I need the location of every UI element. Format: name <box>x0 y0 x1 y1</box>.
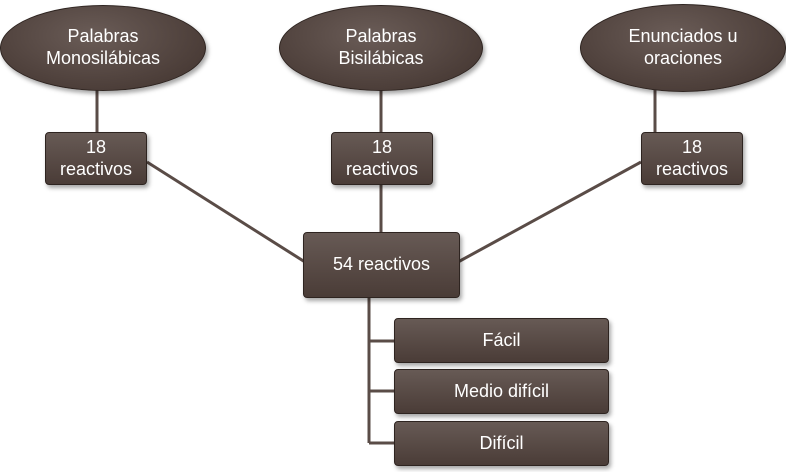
connector-box3-center <box>457 160 642 264</box>
count-value: 18 <box>681 136 703 157</box>
total-label: 54 reactivos <box>332 254 431 275</box>
count-unit: reactivos <box>655 158 729 179</box>
level-box-dificil: Difícil <box>394 421 609 466</box>
category-label-line2: Monosilábicas <box>45 48 161 68</box>
category-ellipse-bisilabicas: Palabras Bisilábicas <box>279 5 483 91</box>
total-box: 54 reactivos <box>303 232 460 298</box>
connector-box1-center <box>146 160 306 264</box>
count-box-bisilabicas: 18 reactivos <box>331 132 433 185</box>
count-value: 18 <box>85 136 107 157</box>
count-unit: reactivos <box>345 158 419 179</box>
level-label: Medio difícil <box>453 380 550 401</box>
level-label: Fácil <box>482 329 521 350</box>
category-label-line1: Palabras <box>345 26 417 47</box>
category-ellipse-monosilabicas: Palabras Monosilábicas <box>0 5 206 91</box>
category-ellipse-enunciados: Enunciados u oraciones <box>580 4 786 92</box>
count-box-monosilabicas: 18 reactivos <box>45 132 147 185</box>
level-label: Difícil <box>479 432 524 453</box>
level-box-medio-dificil: Medio difícil <box>394 369 609 414</box>
count-value: 18 <box>371 136 393 157</box>
level-box-facil: Fácil <box>394 318 609 363</box>
category-label-line1: Palabras <box>67 26 139 47</box>
count-unit: reactivos <box>59 158 133 179</box>
category-label-line2: oraciones <box>643 48 723 68</box>
count-box-enunciados: 18 reactivos <box>641 132 743 185</box>
category-label-line2: Bisilábicas <box>338 48 424 68</box>
category-label-line1: Enunciados u <box>628 26 738 47</box>
